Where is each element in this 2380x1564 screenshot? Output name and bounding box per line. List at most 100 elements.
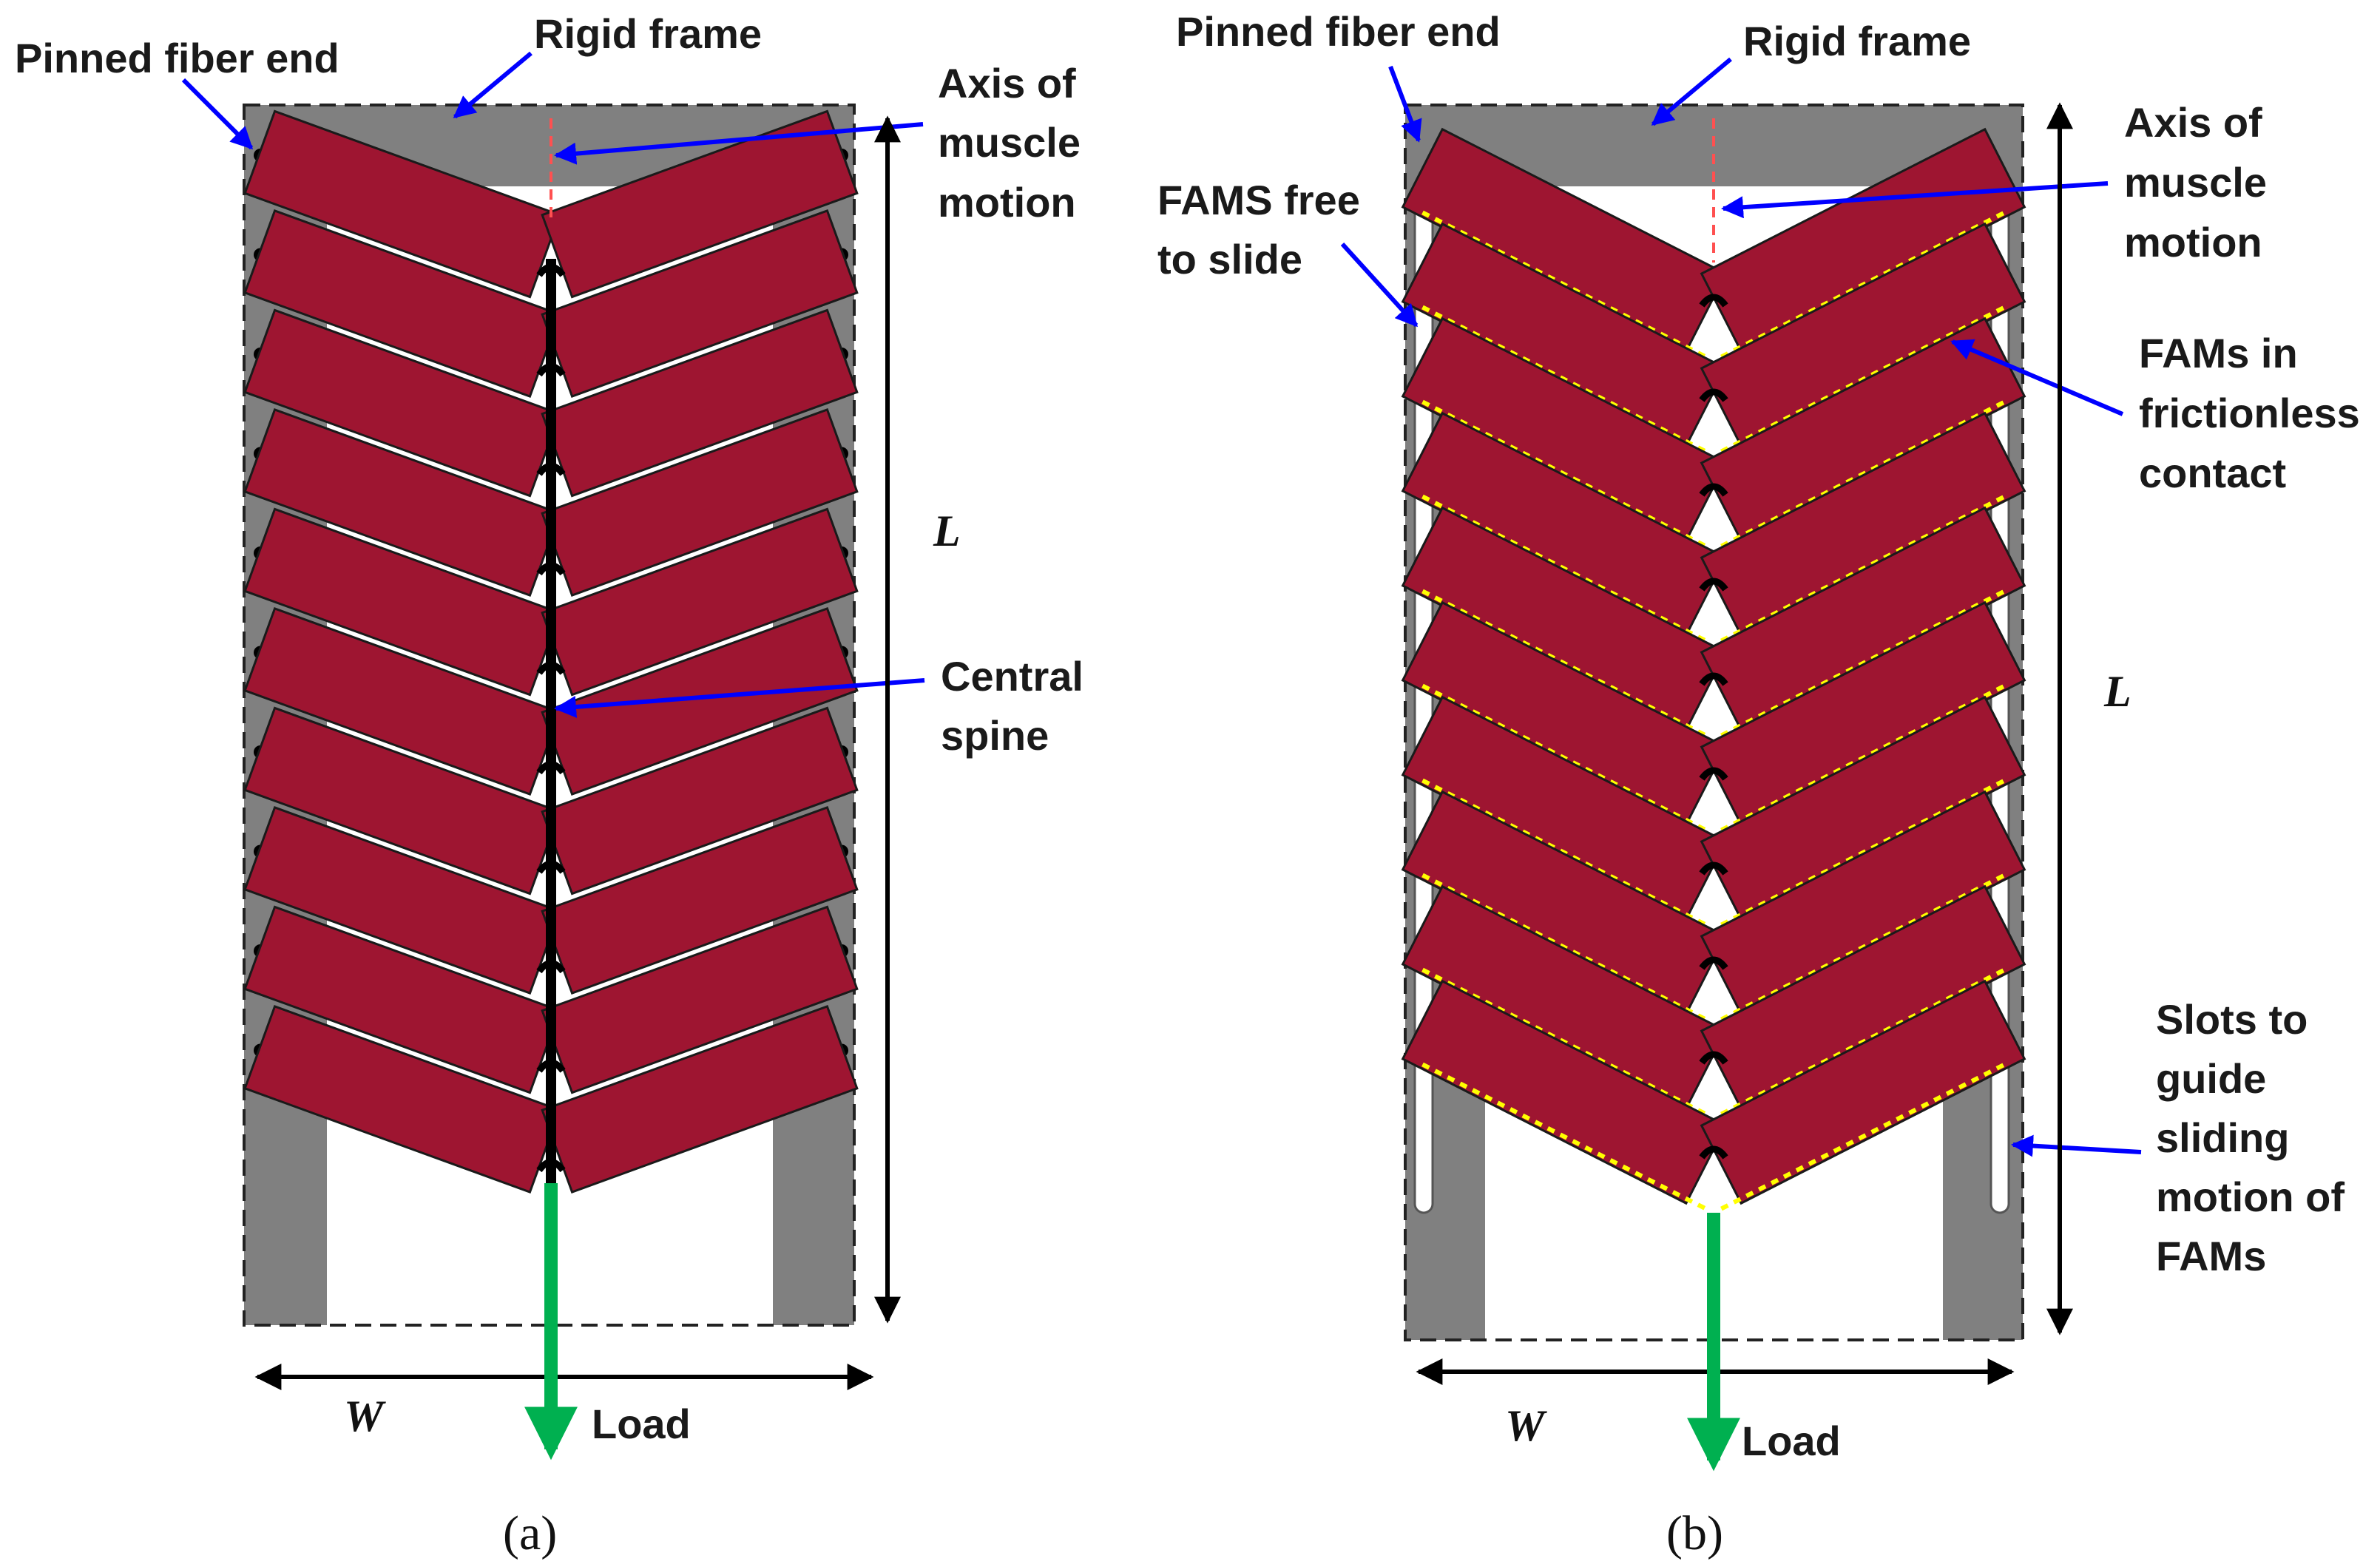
slots-label-line4: motion of (2156, 1174, 2344, 1220)
contact-line-left (1421, 778, 1707, 927)
spine-joint (536, 761, 566, 775)
contact-label-line1: FAMs in (2139, 330, 2298, 376)
left-fiber (243, 308, 561, 498)
width-label: W (344, 1392, 386, 1441)
contact-line-right (1720, 494, 2006, 643)
right-fiber (541, 905, 859, 1094)
right-fiber (541, 209, 859, 398)
panel-b-caption: (b) (1666, 1506, 1723, 1560)
contact-line-left (1421, 589, 1707, 738)
axis-label-line1: Axis of (938, 60, 1076, 106)
right-fiber (541, 806, 859, 995)
contact-line-right (1720, 967, 2006, 1117)
contact-line-left (1421, 305, 1707, 454)
spine-joints (1699, 294, 1728, 1160)
left-fiber (243, 1005, 561, 1194)
axis-label-line3: motion (938, 179, 1076, 226)
width-label: W (1505, 1401, 1547, 1450)
contact-line-right (1720, 778, 2006, 927)
rigid-frame-label: Rigid frame (1743, 18, 1971, 64)
left-fiber (243, 806, 561, 995)
axis-pointer (554, 122, 924, 165)
rigid-frame-label: Rigid frame (534, 10, 762, 57)
panel-a-caption: (a) (503, 1506, 557, 1560)
axis-label-line2: muscle (2124, 159, 2267, 206)
spine-joint (536, 860, 566, 874)
pinned-end-pointer (181, 78, 254, 150)
contact-line-left (1421, 873, 1707, 1022)
right-fiber (541, 607, 859, 796)
right-fiber (1700, 979, 2026, 1205)
contact-line-right (1720, 399, 2006, 549)
left-fiber (243, 607, 561, 796)
axis-label-line1: Axis of (2124, 99, 2262, 146)
left-fiber (243, 507, 561, 697)
contact-line-left (1421, 967, 1707, 1117)
axis-pointer (1721, 181, 2109, 219)
spine-joint (536, 1059, 566, 1073)
spine-joint (1699, 672, 1728, 686)
spine-joint (536, 562, 566, 576)
contact-line-left (1421, 399, 1707, 549)
contact-line-right (1720, 305, 2006, 454)
left-fiber (243, 408, 561, 597)
slots-label-line1: Slots to (2156, 996, 2308, 1043)
load-label: Load (1742, 1418, 1841, 1464)
right-fiber (541, 308, 859, 498)
free-slide-label-line2: to slide (1157, 236, 1302, 282)
contact-line-left (1421, 210, 1707, 359)
contact-pointer (1950, 339, 2124, 416)
pinned-end-label: Pinned fiber end (1176, 8, 1501, 55)
left-fiber (243, 109, 561, 299)
spine-joint (536, 661, 566, 675)
left-fiber (243, 706, 561, 896)
fiber-stack (1401, 127, 2026, 1211)
right-fiber (541, 1005, 859, 1194)
spine-joints (536, 263, 566, 1173)
spine-joint (1699, 578, 1728, 592)
spine-joint (536, 960, 566, 974)
contact-line-right (1720, 873, 2006, 1022)
contact-line-right (1720, 589, 2006, 738)
slots-label-line3: sliding (2156, 1114, 2289, 1161)
spine-joint (536, 263, 566, 277)
spine-joint (1699, 1051, 1728, 1065)
load-label: Load (592, 1401, 691, 1447)
axis-label-line3: motion (2124, 219, 2262, 265)
slots-pointer (2011, 1134, 2142, 1157)
free-slide-pointer (1340, 242, 1419, 328)
spine-joint (536, 363, 566, 377)
right-fiber (541, 109, 859, 299)
axis-label-line2: muscle (938, 119, 1081, 166)
contact-line-right (1720, 210, 2006, 359)
panel-a: Pinned fiber end Rigid frame Axis of mus… (15, 10, 1083, 1560)
frame-outline (243, 104, 856, 1327)
contact-line-left (1421, 683, 1707, 833)
contact-line-left (1421, 1062, 1707, 1211)
pinned-end-label: Pinned fiber end (15, 35, 339, 81)
slots-label-line5: FAMs (2156, 1233, 2266, 1279)
contact-line-right (1720, 1062, 2006, 1211)
rigid-frame-pointer (453, 51, 533, 119)
spine-label-line1: Central (941, 653, 1083, 700)
spine-joint (1699, 483, 1728, 497)
contact-label-line3: contact (2139, 450, 2286, 496)
slots-label-line2: guide (2156, 1055, 2266, 1102)
right-fiber (541, 706, 859, 896)
spine-joint (1699, 861, 1728, 876)
frame-outline (1404, 104, 2024, 1341)
left-fiber (1401, 979, 1728, 1205)
spine-joint (1699, 956, 1728, 970)
right-fiber (541, 507, 859, 697)
panel-b: Pinned fiber end Rigid frame Axis of mus… (1157, 8, 2360, 1560)
length-label: L (2103, 667, 2131, 716)
fiber-stack (243, 109, 859, 1194)
spine-pointer (554, 678, 925, 718)
spine-joint (1699, 294, 1728, 308)
length-label: L (933, 507, 961, 555)
spine-joint (1699, 388, 1728, 402)
rigid-frame-pointer (1651, 57, 1732, 126)
spine-joint (536, 462, 566, 476)
right-fiber (541, 408, 859, 597)
